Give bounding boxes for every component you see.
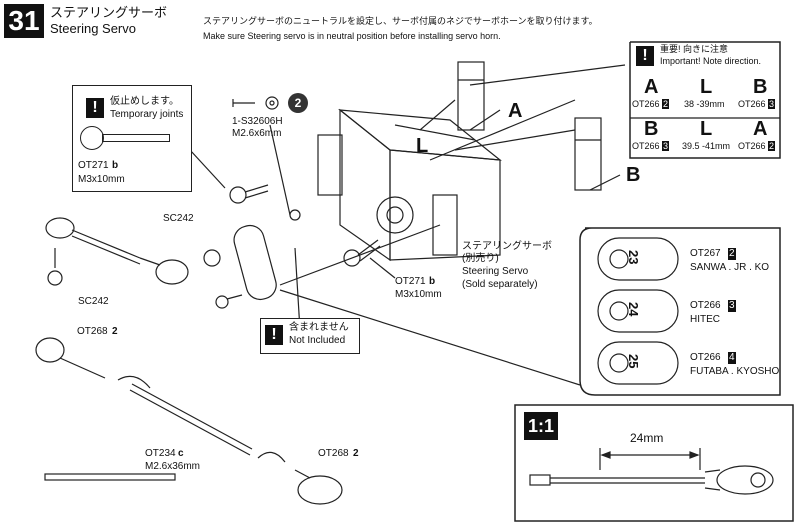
washer-icon [265, 96, 279, 110]
horn-variant: 3 [728, 300, 736, 312]
servo-label-jp-sub: (別売り) [462, 253, 499, 264]
step-title-en: Steering Servo [50, 21, 136, 36]
label-callout-a: A [508, 100, 523, 122]
screw-icon [215, 99, 381, 309]
quantity-badge: 2 [288, 93, 308, 113]
label-sc242-upper: SC242 [163, 213, 194, 224]
temporary-joints-note-en: Temporary joints [110, 109, 184, 120]
exclamation-icon: ! [636, 46, 654, 66]
servo-mount-icon [457, 61, 621, 191]
horn-part: OT266 [690, 352, 721, 363]
important-en: Important! Note direction. [660, 56, 762, 66]
leader-line [454, 129, 576, 151]
row-a-right-part: OT266 [738, 99, 766, 109]
label-ot268-lower: OT268 [318, 448, 349, 459]
row-a-left-letter: A [644, 76, 659, 98]
label-ot234-size: M2.6x36mm [145, 461, 201, 472]
screw-top-part: 1-S32606H [232, 116, 283, 127]
horn-part: OT266 [690, 300, 721, 311]
row-a-right-variant: 3 [768, 99, 776, 110]
ball-end-icon [47, 270, 63, 286]
horn-number: 25 [626, 354, 641, 369]
label-ot271-servo-variant: b [429, 276, 436, 287]
row-b-right-variant: 2 [768, 141, 776, 152]
leader-line [369, 257, 396, 279]
row-a-left-part: OT266 [632, 99, 660, 109]
turnbuckle-icon [45, 217, 189, 285]
row-b-length: 39.5 -41mm [682, 141, 731, 151]
turnbuckle-icon [35, 337, 343, 505]
label-callout-b: B [626, 164, 641, 186]
servo-horn-icon [233, 224, 277, 301]
exclamation-icon: ! [265, 325, 283, 345]
horn-brand: FUTABA . KYOSHO [690, 366, 780, 377]
row-b-left-variant: 3 [662, 141, 670, 152]
label-sc242-lower: SC242 [78, 296, 109, 307]
scale-dimension: 24mm [630, 431, 664, 445]
rotation-arrow-icon [117, 375, 286, 463]
instruction-jp: ステアリングサーボのニュートラルを設定し、サーボ付属のネジでサーボホーンを取り付… [203, 16, 598, 26]
leader-line [469, 64, 626, 86]
label-ot234: OT234 [145, 448, 176, 459]
horn-brand: HITEC [690, 314, 720, 325]
temporary-joints-part-variant: b [112, 160, 119, 171]
screw-thread-icon [102, 134, 170, 142]
servo-label-jp: ステアリングサーボ [462, 241, 552, 252]
row-a-right-letter: B [753, 76, 768, 98]
step-title-jp: ステアリングサーボ [50, 5, 168, 20]
row-b-right-part: OT266 [738, 141, 766, 151]
servo-horn-icon [597, 237, 679, 385]
exclamation-icon: ! [86, 98, 104, 118]
temporary-joints-size: M3x10mm [78, 174, 125, 185]
screw-top-size: M2.6x6mm [232, 128, 282, 139]
row-b-left-letter: B [644, 118, 659, 140]
horn-variant: 2 [728, 248, 736, 260]
row-b-left-part: OT266 [632, 141, 660, 151]
servo-label-en: Steering Servo [462, 266, 529, 277]
instruction-en: Make sure Steering servo is in neutral p… [203, 31, 501, 41]
leader-line [429, 99, 576, 161]
row-a-mid-letter: L [700, 76, 713, 98]
label-ot268-upper-variant: 2 [112, 326, 118, 337]
row-a-length: 38 -39mm [684, 99, 725, 109]
horn-brand: SANWA . JR . KO [690, 262, 770, 273]
scale-badge: 1:1 [524, 412, 558, 440]
label-dimension-l: L [416, 135, 429, 157]
not-included-en: Not Included [289, 335, 346, 346]
row-a-left-variant: 2 [662, 99, 670, 110]
horn-part: OT267 [690, 248, 721, 259]
leader-line [189, 149, 226, 189]
important-box-outline [629, 41, 781, 159]
horn-number: 24 [626, 302, 641, 317]
horn-panel [579, 227, 781, 396]
leader-line [279, 289, 581, 386]
important-jp: 重要! 向きに注意 [660, 44, 729, 54]
leader-line [419, 99, 456, 131]
label-ot268-lower-variant: 2 [353, 448, 359, 459]
scale-box-outline [514, 404, 794, 522]
servo-icon [317, 108, 502, 262]
step-number: 31 [4, 4, 44, 38]
horn-variant: 4 [728, 352, 736, 364]
row-b-mid-letter: L [700, 118, 713, 140]
servo-label-en-sub: (Sold separately) [462, 279, 538, 290]
screw-icon [80, 126, 104, 150]
horn-number: 23 [626, 250, 641, 265]
leader-line [269, 124, 291, 216]
temporary-joints-part: OT271 [78, 160, 109, 171]
label-ot271-servo: OT271 [395, 276, 426, 287]
label-ot234-variant: c [178, 448, 184, 459]
rod-icon [44, 473, 176, 481]
label-ot271-servo-size: M3x10mm [395, 289, 442, 300]
row-b-right-letter: A [753, 118, 768, 140]
temporary-joints-note-jp: 仮止めします。 [110, 96, 179, 107]
ball-end-icon [203, 249, 221, 267]
label-ot268-upper: OT268 [77, 326, 108, 337]
leader-line [294, 247, 301, 331]
not-included-jp: 含まれません [289, 322, 349, 333]
